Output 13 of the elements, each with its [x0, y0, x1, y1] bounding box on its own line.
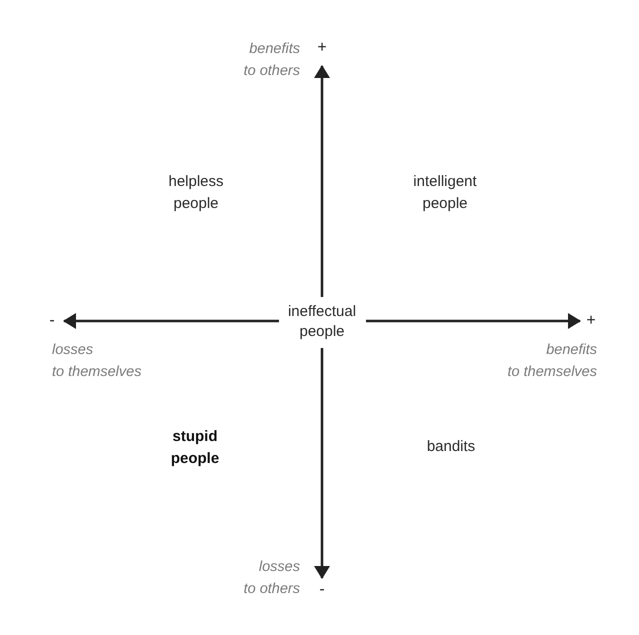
axis-sign: + — [586, 311, 596, 331]
quadrant-label: intelligent people — [413, 172, 477, 214]
axis-label: benefits to themselves — [508, 341, 597, 382]
axis-sign: - — [49, 311, 55, 331]
center-label: ineffectual people — [288, 302, 356, 342]
quadrant-label: stupid people — [170, 427, 220, 469]
quadrant-label: bandits — [426, 437, 476, 457]
axis-label: benefits to others — [244, 40, 300, 81]
quadrant-label: helpless people — [168, 172, 224, 214]
axis-sign: - — [319, 580, 325, 600]
axis-label: losses to others — [244, 558, 300, 599]
axis-sign: + — [317, 38, 327, 58]
axis-label: losses to themselves — [52, 341, 142, 382]
